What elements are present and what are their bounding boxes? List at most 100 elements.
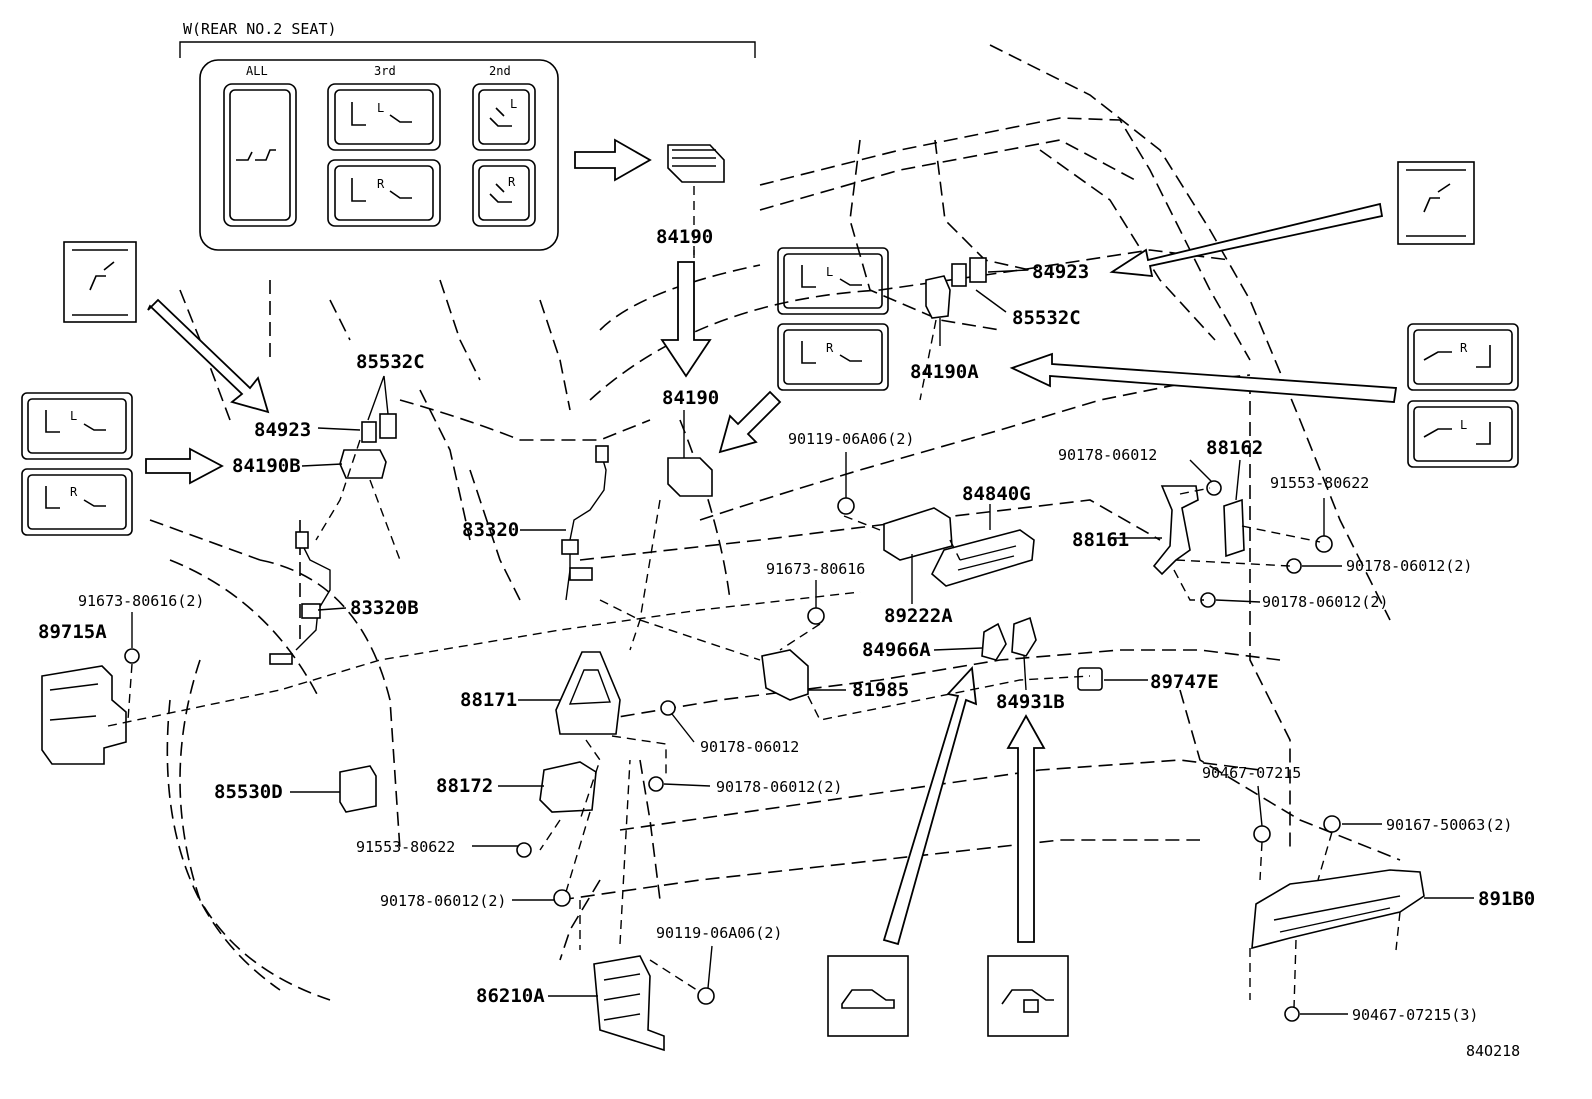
- seat-fold-icon-2nd-r: [489, 183, 512, 203]
- leader-lines: [131, 250, 1474, 1015]
- label-84923-left: 84923: [254, 419, 311, 441]
- label-88171: 88171: [460, 689, 517, 711]
- assembly-dashed-lines: [107, 186, 1401, 1009]
- label-89222a: 89222A: [884, 605, 953, 627]
- label-86210a: 86210A: [476, 985, 545, 1007]
- label-90119-06a06-2-bottom: 90119-06A06(2): [656, 924, 782, 942]
- label-90178-06012-mid: 90178-06012: [700, 738, 799, 756]
- svg-text:L: L: [70, 409, 77, 423]
- icon-card-left-l: L: [21, 392, 133, 460]
- third-row-right-switch: [327, 159, 441, 227]
- callout-arrow-84931b: [1006, 714, 1046, 943]
- seat-fold-icon-3rd-l: [351, 102, 412, 126]
- callout-arrow-84923-right: [1109, 202, 1384, 278]
- rear-no2-seat-switch-group: W(REAR NO.2 SEAT) ALL 3rd 2nd L R L R: [179, 20, 756, 251]
- seat-slide-icon: [89, 261, 115, 291]
- label-83320: 83320: [462, 519, 519, 541]
- second-row-left-switch: [472, 83, 536, 151]
- seat-fold-icon-2nd-l: [489, 107, 512, 127]
- label-88162: 88162: [1206, 437, 1263, 459]
- icon-card-mid-l: L: [777, 247, 889, 315]
- part-84190b: [339, 449, 387, 479]
- part-85532c-left: [361, 413, 397, 443]
- part-84966a: [981, 622, 1007, 661]
- clip-90467: [1253, 825, 1271, 843]
- label-90119-06a06-2-top: 90119-06A06(2): [788, 430, 914, 448]
- label-84931b: 84931B: [996, 691, 1065, 713]
- part-86210a: [593, 955, 665, 1052]
- label-85532c-right: 85532C: [1012, 307, 1081, 329]
- seat-fold-icon-3rd-r: [351, 178, 412, 202]
- column-label-all: ALL: [246, 64, 268, 78]
- part-81985: [761, 649, 809, 701]
- label-90178-06012-2-mid: 90178-06012(2): [716, 778, 842, 796]
- clip-90467-3: [1284, 1006, 1300, 1022]
- part-83320b-harness: [269, 531, 331, 665]
- glyph-r-2nd: R: [508, 175, 516, 189]
- label-84190a: 84190A: [910, 361, 979, 383]
- part-85530d: [339, 765, 377, 813]
- callout-arrow-seat-left: [147, 298, 270, 414]
- second-row-right-switch: [472, 159, 536, 227]
- label-81985: 81985: [852, 679, 909, 701]
- part-88172: [539, 761, 597, 813]
- vehicle-body-outline: [149, 44, 1401, 1001]
- label-91673-80616: 91673-80616: [766, 560, 865, 578]
- label-84966a: 84966A: [862, 639, 931, 661]
- part-88171: [555, 651, 621, 735]
- part-84840g: [931, 529, 1035, 587]
- svg-text:L: L: [1460, 418, 1467, 432]
- callout-arrow-84190a: [1009, 352, 1398, 403]
- bolt-91553-left: [516, 842, 532, 858]
- label-85532c-left: 85532C: [356, 351, 425, 373]
- callout-arrow-84190-down: [660, 261, 712, 378]
- label-91673-80616-2: 91673-80616(2): [78, 592, 204, 610]
- part-89715a: [41, 665, 127, 765]
- icon-card-door-lock: [987, 955, 1069, 1037]
- part-88162: [1223, 498, 1245, 558]
- svg-text:R: R: [1460, 341, 1468, 355]
- label-90467-07215: 90467-07215: [1202, 764, 1301, 782]
- part-84190a: [925, 275, 951, 319]
- label-84190b: 84190B: [232, 455, 301, 477]
- label-90178-06012-2-r1: 90178-06012(2): [1346, 557, 1472, 575]
- glyph-l-2nd: L: [510, 97, 517, 111]
- svg-text:R: R: [70, 485, 78, 499]
- nut-90178-right: [1206, 480, 1222, 496]
- label-85530d: 85530D: [214, 781, 283, 803]
- third-row-left-switch: [327, 83, 441, 151]
- label-891b0: 891B0: [1478, 888, 1535, 910]
- label-84190-top: 84190: [656, 226, 713, 248]
- label-90178-06012-right: 90178-06012: [1058, 446, 1157, 464]
- part-891b0: [1251, 869, 1425, 950]
- icon-card-seat-right: [1397, 161, 1475, 245]
- part-89747e: [1077, 667, 1103, 691]
- nut-90178-a: [660, 700, 676, 716]
- label-83320b: 83320B: [350, 597, 419, 619]
- callout-arrow-84966a: [882, 665, 978, 946]
- label-90178-06012-2-left: 90178-06012(2): [380, 892, 506, 910]
- icon-card-mid-r: R: [777, 323, 889, 391]
- clip-91673-left: [124, 648, 140, 664]
- label-84923-right: 84923: [1032, 261, 1089, 283]
- switch-panel-frame: [199, 59, 559, 251]
- fold-all-icon: [236, 149, 276, 161]
- svg-text:R: R: [826, 341, 834, 355]
- icon-card-right-r: R: [1407, 323, 1519, 391]
- label-90467-07215-3: 90467-07215(3): [1352, 1006, 1478, 1024]
- icon-card-right-l: L: [1407, 400, 1519, 468]
- callout-arrow-panel: [574, 138, 652, 182]
- label-88172: 88172: [436, 775, 493, 797]
- glyph-r-3rd: R: [377, 177, 385, 191]
- part-83320-harness: [561, 445, 609, 601]
- label-90167-50063-2: 90167-50063(2): [1386, 816, 1512, 834]
- label-89747e: 89747E: [1150, 671, 1219, 693]
- bolt-90119-top: [837, 497, 855, 515]
- part-84923-right: [951, 257, 987, 287]
- label-84840g: 84840G: [962, 483, 1031, 505]
- all-seats-switch: [223, 83, 297, 227]
- label-91553-80622-right: 91553-80622: [1270, 474, 1369, 492]
- clip-91673-mid: [807, 607, 825, 625]
- column-label-3rd: 3rd: [374, 64, 396, 78]
